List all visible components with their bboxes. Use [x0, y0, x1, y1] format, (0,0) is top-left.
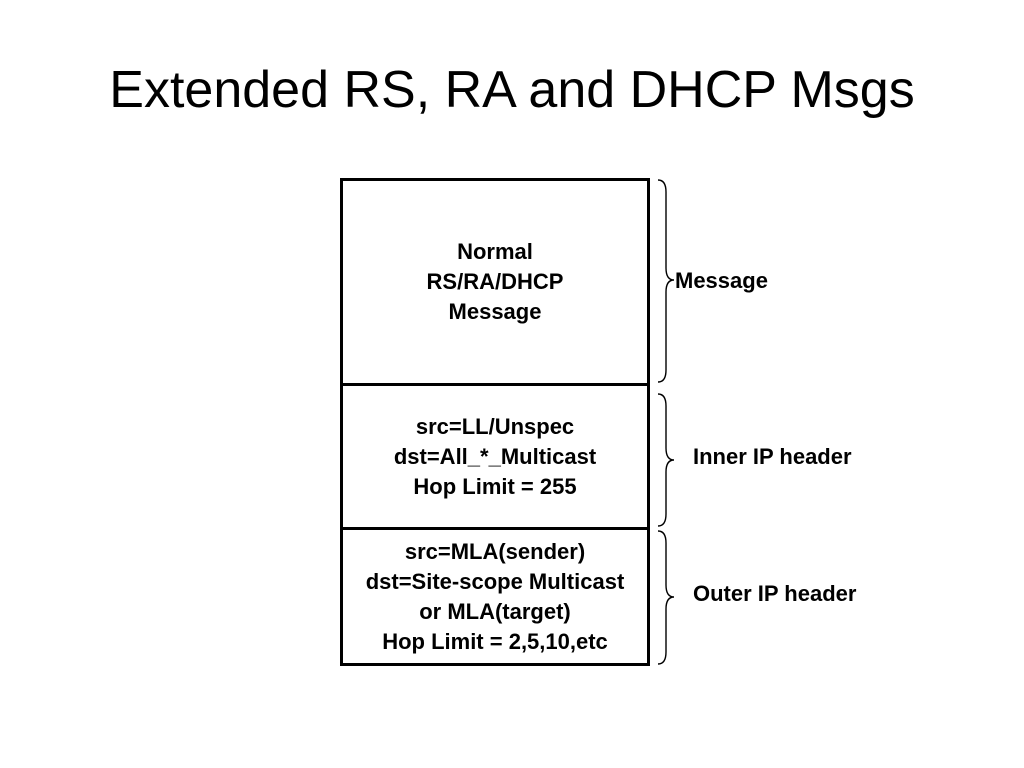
inner-ip-header-brace	[657, 393, 675, 527]
inner-ip-header-line: dst=All_*_Multicast	[393, 443, 597, 469]
message-layer-box: Normal RS/RA/DHCP Message	[340, 178, 650, 386]
inner-ip-header-line: src=LL/Unspec	[415, 413, 575, 439]
outer-ip-header-line: or MLA(target)	[419, 598, 571, 624]
packet-stack-diagram: Normal RS/RA/DHCP Message src=LL/Unspec …	[340, 178, 650, 666]
brace-group	[657, 179, 675, 665]
message-brace	[657, 179, 675, 383]
outer-ip-header-label: Outer IP header	[693, 581, 857, 606]
outer-ip-header-brace	[657, 530, 675, 665]
outer-ip-header-line: src=MLA(sender)	[404, 538, 586, 564]
slide-title: Extended RS, RA and DHCP Msgs	[109, 61, 915, 119]
message-label: Message	[675, 268, 768, 293]
outer-ip-header-line: Hop Limit = 2,5,10,etc	[382, 628, 608, 654]
outer-ip-header-line: dst=Site-scope Multicast	[365, 568, 625, 594]
message-layer-line: Normal	[457, 239, 533, 264]
message-layer-line: Message	[448, 299, 542, 324]
message-layer-line: RS/RA/DHCP	[426, 269, 564, 294]
inner-ip-header-label: Inner IP header	[693, 444, 852, 469]
inner-ip-header-box: src=LL/Unspec dst=All_*_Multicast Hop Li…	[340, 383, 650, 530]
outer-ip-header-box: src=MLA(sender) dst=Site-scope Multicast…	[340, 527, 650, 666]
inner-ip-header-line: Hop Limit = 255	[413, 473, 577, 499]
